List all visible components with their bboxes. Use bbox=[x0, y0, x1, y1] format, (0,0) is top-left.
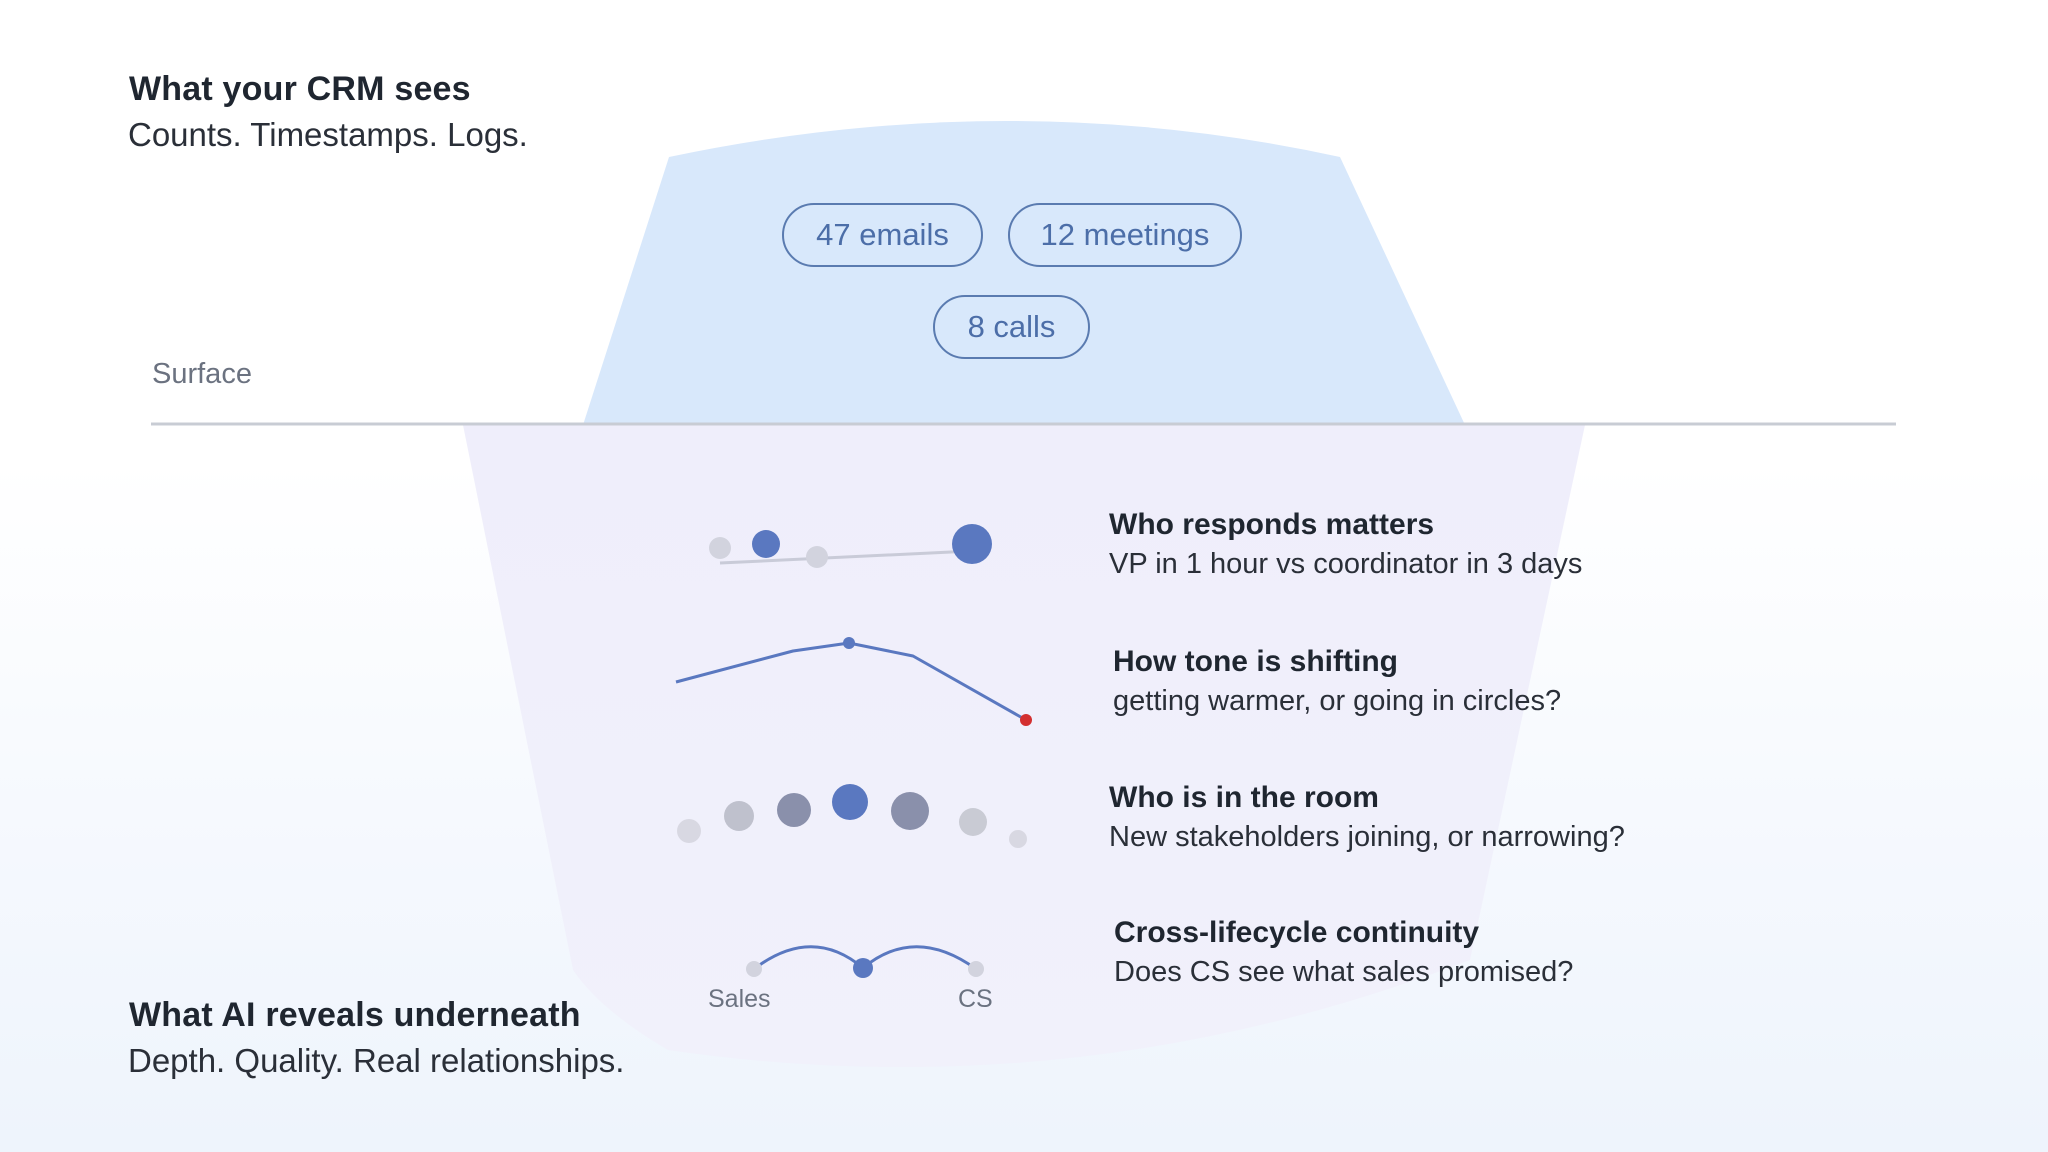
continuity-label-cs: CS bbox=[958, 985, 993, 1013]
insight-title-room: Who is in the room bbox=[1109, 781, 1379, 814]
insight-subtitle-continuity: Does CS see what sales promised? bbox=[1114, 956, 1574, 988]
responders-visual bbox=[709, 524, 992, 568]
surface-label: Surface bbox=[152, 358, 252, 390]
crm-subheading: Counts. Timestamps. Logs. bbox=[128, 116, 528, 153]
tone-alert-dot bbox=[1020, 714, 1032, 726]
stakeholder-dot bbox=[959, 808, 987, 836]
handoff-node bbox=[853, 958, 873, 978]
responder-dot-blue bbox=[752, 530, 780, 558]
iceberg-tip bbox=[583, 121, 1465, 425]
stakeholder-dot bbox=[677, 819, 701, 843]
insight-title-continuity: Cross-lifecycle continuity bbox=[1114, 916, 1480, 949]
responder-dot-small bbox=[806, 546, 828, 568]
stakeholder-dot bbox=[777, 793, 811, 827]
tone-visual bbox=[675, 637, 1032, 726]
insight-subtitle-tone: getting warmer, or going in circles? bbox=[1113, 685, 1562, 717]
metric-pill-calls: 8 calls bbox=[933, 295, 1090, 359]
ai-subheading: Depth. Quality. Real relationships. bbox=[128, 1042, 625, 1079]
insight-title-responders: Who responds matters bbox=[1109, 508, 1435, 541]
metric-pill-meetings: 12 meetings bbox=[1008, 203, 1242, 267]
continuity-label-sales: Sales bbox=[708, 985, 771, 1013]
stakeholder-dot-active bbox=[832, 784, 868, 820]
responder-dot-small bbox=[709, 537, 731, 559]
crm-heading: What your CRM sees bbox=[129, 70, 471, 108]
sales-node bbox=[746, 961, 762, 977]
insight-subtitle-responders: VP in 1 hour vs coordinator in 3 days bbox=[1109, 548, 1583, 580]
stakeholder-dot bbox=[724, 801, 754, 831]
insight-title-tone: How tone is shifting bbox=[1113, 645, 1398, 678]
room-visual bbox=[677, 784, 1027, 848]
tone-peak-dot bbox=[843, 637, 855, 649]
cs-node bbox=[968, 961, 984, 977]
stakeholder-dot bbox=[891, 792, 929, 830]
responder-dot-large bbox=[952, 524, 992, 564]
metric-pill-emails: 47 emails bbox=[782, 203, 983, 267]
iceberg-underwater bbox=[463, 425, 1585, 1068]
insight-subtitle-room: New stakeholders joining, or narrowing? bbox=[1109, 821, 1625, 853]
continuity-visual bbox=[746, 945, 984, 978]
ai-heading: What AI reveals underneath bbox=[129, 996, 581, 1034]
stakeholder-dot bbox=[1009, 830, 1027, 848]
